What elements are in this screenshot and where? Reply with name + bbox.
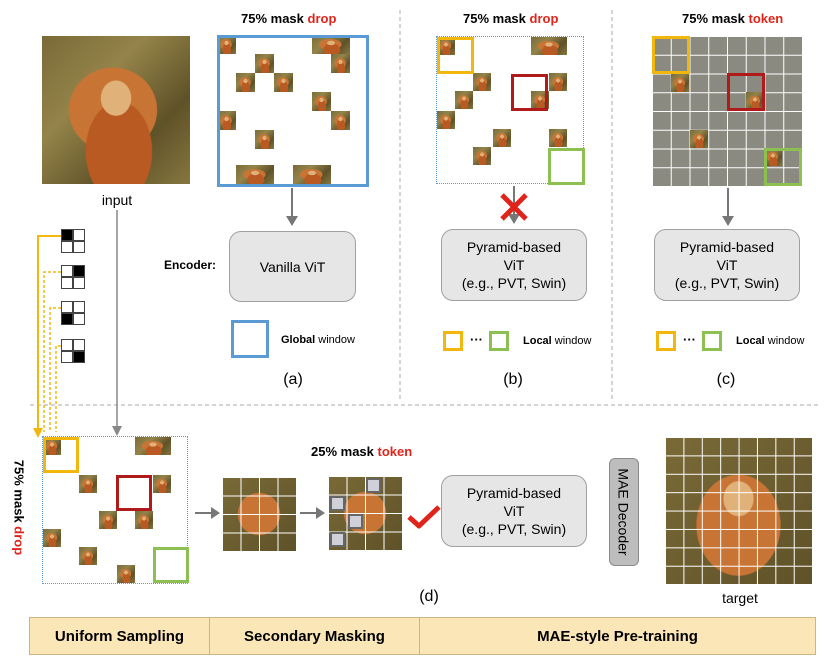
sampling-group-3 (61, 301, 85, 325)
sampling-group-2 (61, 265, 85, 289)
panel-d-arrow-1 (195, 507, 220, 519)
panel-d-mid-title: 25% mask token (311, 444, 413, 459)
sampling-group-4 (61, 339, 85, 363)
panel-b-legend: Local window (523, 335, 592, 347)
local-window-legend-green-b (489, 331, 509, 351)
panel-a-title: 75% mask drop (241, 11, 337, 26)
global-window-legend-icon (231, 320, 269, 358)
panel-a-encoder: Vanilla ViT (229, 231, 356, 302)
panel-b-title: 75% mask drop (463, 11, 559, 26)
stage-uniform-sampling: Uniform Sampling (30, 618, 210, 654)
panel-d-encoder: Pyramid-based ViT (e.g., PVT, Swin) (441, 475, 587, 547)
input-label: input (101, 192, 133, 208)
target-image (665, 437, 812, 584)
panel-d-side-label: 75% mask drop (11, 459, 27, 556)
panel-b-masked-image (436, 36, 585, 185)
encoder-label: Encoder: (164, 258, 217, 272)
target-label: target (722, 590, 758, 606)
stage-secondary-masking: Secondary Masking (210, 618, 420, 654)
panel-d-secondary-masked-patches (328, 476, 402, 550)
panel-c-caption: (c) (716, 371, 736, 388)
panel-c-token-grid (652, 36, 802, 186)
panel-c-title: 75% mask token (682, 11, 784, 26)
local-window-yellow (437, 37, 474, 74)
panel-d-gathered-patches (222, 477, 296, 551)
panel-b-encoder: Pyramid-based ViT (e.g., PVT, Swin) (441, 229, 587, 301)
local-window-red (511, 74, 548, 111)
panel-d-masked-image (42, 436, 189, 584)
local-window-legend-green-c (702, 331, 722, 351)
panel-b-arrow (508, 186, 520, 224)
pipeline-stage-bar: Uniform Sampling Secondary Masking MAE-s… (29, 617, 816, 655)
panel-c-encoder: Pyramid-based ViT (e.g., PVT, Swin) (654, 229, 800, 301)
local-window-legend-yellow-c (656, 331, 676, 351)
panel-a-masked-image (217, 35, 369, 187)
stage-mae-pretraining: MAE-style Pre-training (537, 627, 698, 645)
panel-c-legend-dots: ··· (683, 332, 696, 347)
cross-icon (500, 193, 528, 221)
sampling-group-1 (61, 229, 85, 253)
panel-c-legend: Local window (736, 335, 805, 347)
local-window-green (548, 148, 585, 185)
mae-decoder-box: MAE Decoder (609, 458, 639, 566)
panel-c-arrow (722, 188, 734, 226)
local-window-legend-yellow-b (443, 331, 463, 351)
input-image (42, 36, 190, 184)
panel-a-arrow (286, 188, 298, 226)
panel-a-caption: (a) (283, 371, 303, 388)
panel-b-caption: (b) (503, 371, 523, 388)
panel-b-legend-dots: ··· (470, 332, 483, 347)
check-icon (407, 505, 441, 529)
panel-d-caption: (d) (419, 588, 439, 605)
mae-decoder-label: MAE Decoder (616, 468, 632, 556)
panel-d-arrow-2 (300, 507, 325, 519)
panel-a-legend: Global window (281, 334, 355, 346)
